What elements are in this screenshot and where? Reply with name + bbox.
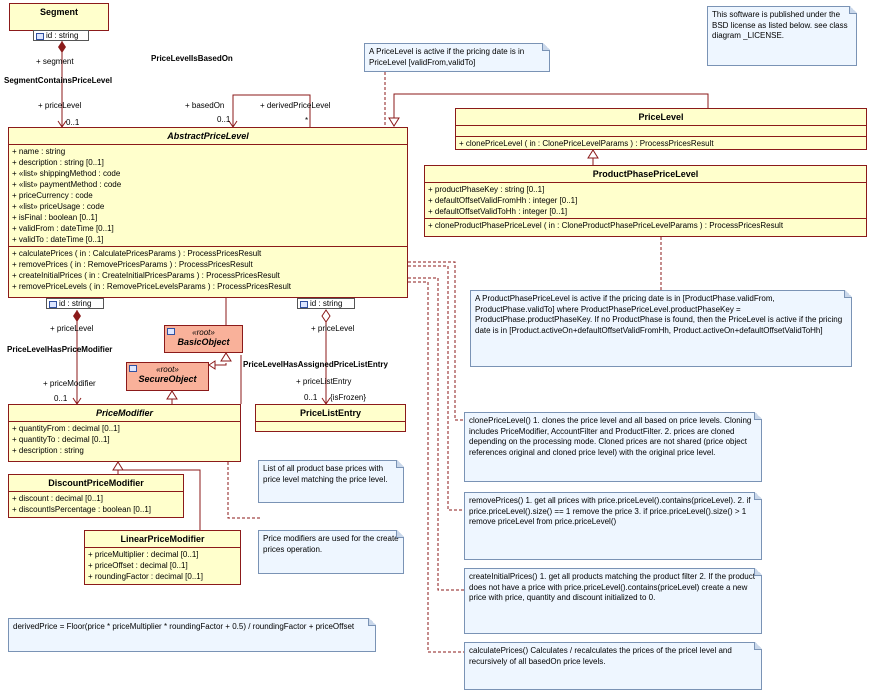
- class-name: DiscountPriceModifier: [9, 475, 183, 492]
- class-secure-object[interactable]: «root» SecureObject: [126, 362, 209, 391]
- attributes: + quantityFrom : decimal [0..1] + quantit…: [9, 422, 240, 457]
- modifier-end-label: + priceModifier: [43, 379, 96, 388]
- class-name: LinearPriceModifier: [85, 531, 240, 548]
- price-level-mult: 0..1: [66, 118, 80, 127]
- class-price-level[interactable]: PriceLevel + clonePriceLevel ( in : Clon…: [455, 108, 867, 150]
- member-row: + defaultOffsetValidToHh : integer [0..1…: [428, 207, 568, 216]
- member-row: + priceOffset : decimal [0..1]: [88, 561, 188, 570]
- member-row: + createInitialPrices ( in : CreateIniti…: [12, 271, 280, 280]
- qualifier-icon: [36, 33, 44, 40]
- qualifier-icon: [49, 301, 57, 308]
- license-note: This software is published under the BSD…: [707, 6, 857, 66]
- member-row: + «list» paymentMethod : code: [12, 180, 122, 189]
- member-row: + «list» shippingMethod : code: [12, 169, 121, 178]
- qualifier-icon: [300, 301, 308, 308]
- clone-note: clonePriceLevel() 1. clones the price le…: [464, 412, 762, 482]
- attributes: + discount : decimal [0..1] + discountIsP…: [9, 492, 183, 516]
- member-row: + cloneProductPhasePriceLevel ( in : Clo…: [428, 221, 784, 230]
- class-name: BasicObject: [177, 337, 230, 347]
- root-icon: [129, 365, 137, 372]
- class-discount-price-modifier[interactable]: DiscountPriceModifier + discount : decim…: [8, 474, 184, 518]
- price-list-note: List of all product base prices with pri…: [258, 460, 404, 503]
- entry-price-level-end: + priceLevel: [311, 324, 355, 333]
- member-row: + quantityTo : decimal [0..1]: [12, 435, 110, 444]
- member-row: + clonePriceLevel ( in : ClonePriceLevel…: [459, 139, 714, 148]
- entry-assoc-name: PriceLevelHasAssignedPriceListEntry: [243, 360, 388, 369]
- member-row: + defaultOffsetValidFromHh : integer [0.…: [428, 196, 578, 205]
- root-icon: [167, 328, 175, 335]
- entry-constraint: {isFrozen}: [330, 393, 367, 402]
- remove-note: removePrices() 1. get all prices with pr…: [464, 492, 762, 560]
- class-product-phase-price-level[interactable]: ProductPhasePriceLevel + productPhaseKey…: [424, 165, 867, 237]
- modifier-mult: 0..1: [54, 394, 68, 403]
- operations: + clonePriceLevel ( in : ClonePriceLevel…: [456, 137, 866, 150]
- class-abstract-price-level[interactable]: AbstractPriceLevel + name : string + desc…: [8, 127, 408, 298]
- member-row: + quantityFrom : decimal [0..1]: [12, 424, 120, 433]
- member-row: + description : string [0..1]: [12, 158, 104, 167]
- attributes: + name : string + description : string [0…: [9, 145, 407, 247]
- stereotype: «root»: [192, 328, 215, 337]
- abstract-price-level-qualifier-right: id : string: [297, 298, 355, 309]
- formula-note: derivedPrice = Floor(price * priceMultip…: [8, 618, 376, 652]
- calculate-note: calculatePrices() Calculates / recalcula…: [464, 642, 762, 690]
- member-row: + roundingFactor : decimal [0..1]: [88, 572, 203, 581]
- product-phase-active-note: A ProductPhasePriceLevel is active if th…: [470, 290, 852, 367]
- modifier-assoc-name: PriceLevelHasPriceModifier: [7, 345, 113, 354]
- operations: + calculatePrices ( in : CalculatePrices…: [9, 247, 407, 293]
- member-row: + productPhaseKey : string [0..1]: [428, 185, 545, 194]
- member-row: + isFinal : boolean [0..1]: [12, 213, 98, 222]
- member-row: + priceMultiplier : decimal [0..1]: [88, 550, 199, 559]
- class-linear-price-modifier[interactable]: LinearPriceModifier + priceMultiplier : …: [84, 530, 241, 585]
- operations: + cloneProductPhasePriceLevel ( in : Clo…: [425, 219, 866, 232]
- member-row: + description : string: [12, 446, 84, 455]
- class-name: PriceModifier: [9, 405, 240, 422]
- member-row: + discount : decimal [0..1]: [12, 494, 103, 503]
- class-price-modifier[interactable]: PriceModifier + quantityFrom : decimal […: [8, 404, 241, 462]
- segment-end-label: + segment: [36, 57, 74, 66]
- abstract-price-level-qualifier-left: id : string: [46, 298, 104, 309]
- member-row: + validTo : dateTime [0..1]: [12, 235, 104, 244]
- member-row: + priceCurrency : code: [12, 191, 93, 200]
- stereotype: «root»: [156, 365, 179, 374]
- derived-end-label: + derivedPriceLevel: [260, 101, 331, 110]
- member-row: + discountIsPercentage : boolean [0..1]: [12, 505, 151, 514]
- entry-end-label: + priceListEntry: [296, 377, 352, 386]
- class-segment[interactable]: Segment: [9, 3, 109, 31]
- member-row: + «list» priceUsage : code: [12, 202, 105, 211]
- member-row: + removePriceLevels ( in : RemovePriceLe…: [12, 282, 291, 291]
- based-on-assoc-name: PriceLevelIsBasedOn: [151, 54, 233, 63]
- class-name: Segment: [39, 7, 78, 17]
- modifier-price-level-end: + priceLevel: [50, 324, 94, 333]
- class-name: SecureObject: [138, 374, 197, 384]
- attributes: [456, 126, 866, 137]
- class-name: AbstractPriceLevel: [9, 128, 407, 145]
- member-row: + removePrices ( in : RemovePricesParams…: [12, 260, 253, 269]
- class-name: PriceLevel: [456, 109, 866, 126]
- class-name: ProductPhasePriceLevel: [425, 166, 866, 183]
- segment-contains-assoc-name: SegmentContainsPriceLevel: [4, 76, 113, 85]
- member-row: + name : string: [12, 147, 66, 156]
- attributes: + priceMultiplier : decimal [0..1] + pric…: [85, 548, 240, 583]
- segment-qualifier: id : string: [33, 30, 89, 41]
- price-level-end-label: + priceLevel: [38, 101, 82, 110]
- member-row: + validFrom : dateTime [0..1]: [12, 224, 114, 233]
- attributes: + productPhaseKey : string [0..1] + defau…: [425, 183, 866, 219]
- class-basic-object[interactable]: «root» BasicObject: [164, 325, 243, 353]
- class-name: PriceListEntry: [256, 405, 405, 422]
- derived-mult: *: [305, 116, 309, 125]
- based-on-end-label: + basedOn: [185, 101, 225, 110]
- class-price-list-entry[interactable]: PriceListEntry: [255, 404, 406, 432]
- based-on-mult: 0..1: [217, 115, 231, 124]
- member-row: + calculatePrices ( in : CalculatePrices…: [12, 249, 262, 258]
- create-note: createInitialPrices() 1. get all product…: [464, 568, 762, 634]
- entry-mult: 0..1: [304, 393, 318, 402]
- price-level-active-note: A PriceLevel is active if the pricing da…: [364, 43, 550, 72]
- modifiers-note: Price modifiers are used for the create …: [258, 530, 404, 574]
